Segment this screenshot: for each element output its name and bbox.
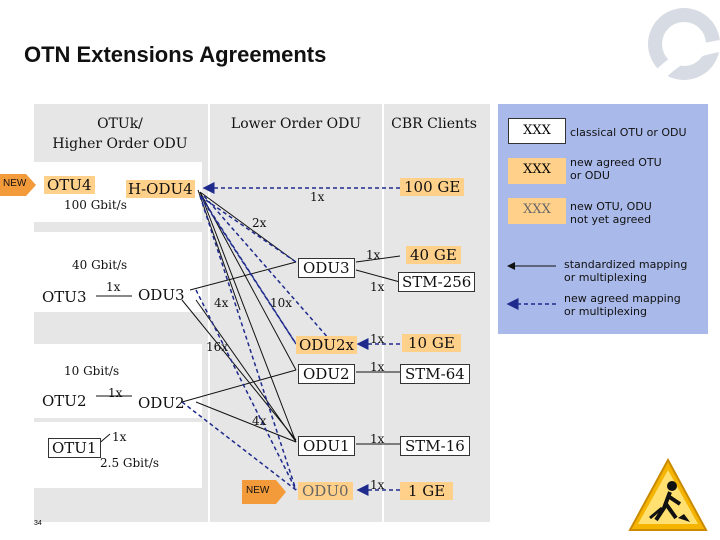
mult-stm256: 1x xyxy=(370,280,385,294)
client-stm16: STM-16 xyxy=(400,436,470,456)
mult-40ge: 1x xyxy=(366,248,381,262)
rate-100g: 100 Gbit/s xyxy=(64,198,127,212)
legend-not-agreed-desc: new OTU, ODU not yet agreed xyxy=(570,200,652,226)
dash-hodu4-10x xyxy=(199,195,297,345)
odu1-mid: ODU1 xyxy=(298,436,355,456)
mult-10x: 10x xyxy=(270,296,293,310)
mult-4x-a: 4x xyxy=(214,296,229,310)
otu4-label: OTU4 xyxy=(44,176,95,194)
new-arrow-bottom: NEW xyxy=(242,480,286,504)
legend-box-not-agreed: XXX xyxy=(508,198,566,224)
legend-new-agreed-desc: new agreed OTU or ODU xyxy=(570,156,662,182)
dash-hodu4-2x xyxy=(199,195,297,263)
mult-16x: 16x xyxy=(206,340,229,354)
link-odu1 xyxy=(181,299,297,441)
mult-stm16: 1x xyxy=(370,432,385,446)
mult-10ge: 1x xyxy=(370,332,385,346)
client-40ge: 40 GE xyxy=(406,246,461,264)
odu3-mid: ODU3 xyxy=(298,258,355,278)
legend-solid-desc: standardized mapping or multiplexing xyxy=(564,258,688,284)
otu2-label: OTU2 xyxy=(42,392,87,410)
odu0-mid: ODU0 xyxy=(298,482,353,500)
otuk-header: OTUk/ Higher Order ODU xyxy=(52,116,188,152)
mult-100ge: 1x xyxy=(310,190,325,204)
under-construction-icon xyxy=(628,458,708,531)
company-logo xyxy=(648,8,720,80)
cbr-header: CBR Clients xyxy=(391,116,477,132)
mult-2x: 2x xyxy=(252,216,267,230)
mult-1ge: 1x xyxy=(370,478,385,492)
rate-10g: 10 Gbit/s xyxy=(64,364,120,378)
mult-stm64: 1x xyxy=(370,360,385,374)
client-stm256: STM-256 xyxy=(398,272,476,292)
link-hodu4-odu3 xyxy=(199,191,297,263)
link-hodu4-odu1 xyxy=(199,191,297,443)
hodu4-label: H-ODU4 xyxy=(126,180,195,198)
mult-otu2: 1x xyxy=(108,386,123,400)
link-odu3-mid xyxy=(189,261,297,291)
page-title: OTN Extensions Agreements xyxy=(24,42,327,67)
link-odu2-mid xyxy=(181,369,297,403)
link-odu3-40ge xyxy=(355,255,401,263)
legend-classical-desc: classical OTU or ODU xyxy=(570,126,687,139)
dash-odu2-odu0 xyxy=(181,401,297,491)
client-100ge: 100 GE xyxy=(400,178,465,196)
otu3-group xyxy=(34,232,202,312)
dash-hodu4-odu2x xyxy=(203,195,331,341)
page-number: 34 xyxy=(34,520,42,527)
odu2-left-label: ODU2 xyxy=(138,394,185,412)
lower-odu-header: Lower Order ODU xyxy=(230,116,362,132)
otu2-group xyxy=(34,344,202,418)
client-10ge: 10 GE xyxy=(402,334,461,352)
rate-2-5g: 2.5 Gbit/s xyxy=(100,456,160,470)
odu3-left-label: ODU3 xyxy=(138,286,185,304)
otu1-label: OTU1 xyxy=(48,438,101,458)
link-4x-b xyxy=(195,401,297,443)
odu2-mid: ODU2 xyxy=(298,364,355,384)
legend-dashed-desc: new agreed mapping or multiplexing xyxy=(564,292,681,318)
new-arrow-left: NEW xyxy=(0,174,36,196)
rate-40g: 40 Gbit/s xyxy=(72,258,128,272)
dash-hodu4-odu0 xyxy=(199,195,297,491)
otu3-label: OTU3 xyxy=(42,288,87,306)
odu2x-mid: ODU2x xyxy=(296,336,357,354)
client-1ge: 1 GE xyxy=(400,482,454,500)
legend-box-new-agreed: XXX xyxy=(508,158,566,184)
mult-otu3: 1x xyxy=(106,280,121,294)
dash-10x xyxy=(201,197,301,351)
dash-odu3-odu0 xyxy=(195,289,297,491)
link-odu3-stm256 xyxy=(355,269,401,283)
mult-otu1: 1x xyxy=(112,430,127,444)
link-4x-a xyxy=(197,189,241,311)
legend-box-classical: XXX xyxy=(508,118,566,144)
mult-4x-b: 4x xyxy=(252,414,267,428)
client-stm64: STM-64 xyxy=(400,364,470,384)
